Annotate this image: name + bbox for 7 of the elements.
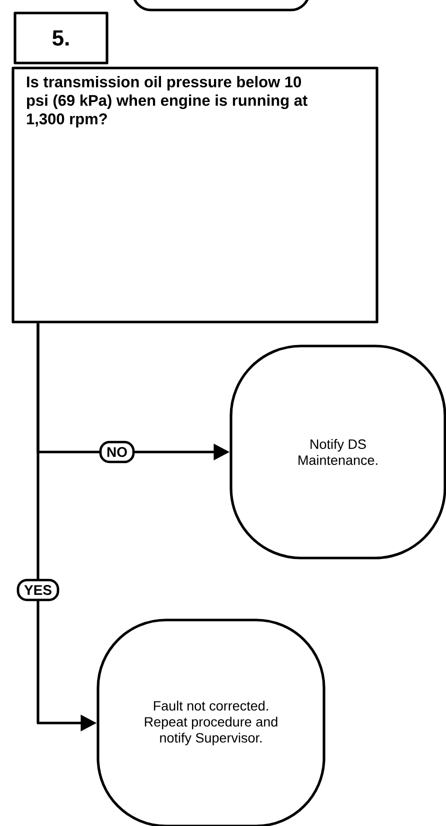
node-label: 5. bbox=[52, 30, 69, 46]
terminal-box: Fault not corrected. Repeat procedure and notify Supervisor. bbox=[96, 618, 326, 826]
terminal-box bbox=[132, 0, 310, 12]
decision-box: 5. Is transmission oil pressure below 10 psi (69 kPa) when engine is running at 1,300 rpm? bbox=[12, 12, 378, 324]
edge-label: NO bbox=[99, 440, 135, 464]
edge-label: YES bbox=[16, 578, 60, 602]
terminal-box: Notify DS Maintenance. bbox=[230, 344, 446, 560]
